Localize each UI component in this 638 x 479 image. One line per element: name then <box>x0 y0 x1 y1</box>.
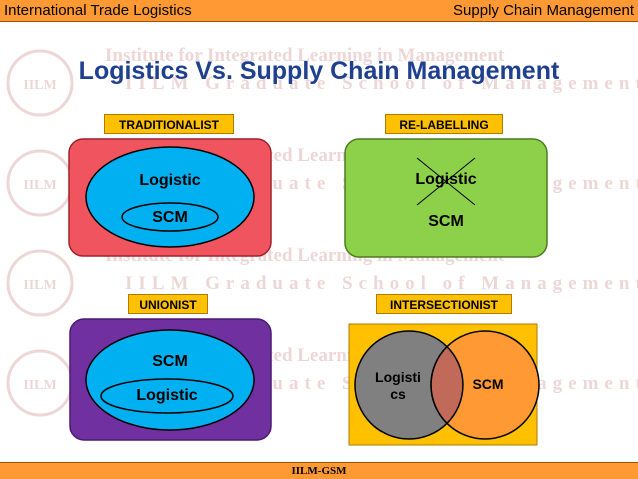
watermark-seal-text: IILM <box>23 78 56 93</box>
traditionalist-inner-ellipse <box>121 202 219 232</box>
footer-bar: IILM-GSM <box>0 462 638 479</box>
intersection-right-text: SCM <box>472 376 504 392</box>
unionist-inner-text: Logistic <box>136 387 198 404</box>
intersection-left-line2: cs <box>390 386 406 402</box>
relabelling-crossed-text: Logistic <box>415 171 477 188</box>
header-left-text: International Trade Logistics <box>4 2 192 19</box>
unionist-inner-ellipse <box>100 378 234 414</box>
header-right-text: Supply Chain Management <box>453 2 634 19</box>
traditionalist-outer-text: Logistic <box>139 172 201 189</box>
label-intersectionist: INTERSECTIONIST <box>376 294 512 314</box>
svg-text:IILM Graduate School of Manage: IILM Graduate School of Management <box>125 273 638 294</box>
relabelling-panel <box>344 138 548 258</box>
header-bar: International Trade Logistics Supply Cha… <box>0 0 638 22</box>
cross-line <box>416 157 476 206</box>
svg-text:IILM: IILM <box>23 278 56 293</box>
svg-text:IILM: IILM <box>23 178 56 193</box>
unionist-outer-text: SCM <box>152 353 188 370</box>
traditionalist-outer-ellipse <box>85 146 255 248</box>
watermark-line2: IILM Graduate School of Management <box>125 73 638 94</box>
label-relabelling: RE-LABELLING <box>385 114 503 134</box>
traditionalist-inner-text: SCM <box>152 209 188 226</box>
label-unionist: UNIONIST <box>128 294 208 314</box>
intersect-overlap <box>430 345 464 425</box>
label-traditionalist: TRADITIONALIST <box>104 114 234 134</box>
watermark-row: IILM Institute for Integrated Learning i… <box>6 45 638 117</box>
svg-text:IILM: IILM <box>23 378 56 393</box>
watermark-line1: Institute for Integrated Learning in Man… <box>105 45 505 66</box>
relabelling-replacement-text: SCM <box>428 213 464 230</box>
slide-title: Logistics Vs. Supply Chain Management <box>78 57 560 85</box>
intersection-left-text: Logisti cs <box>358 369 438 403</box>
intersection-left-line1: Logisti <box>375 369 421 385</box>
